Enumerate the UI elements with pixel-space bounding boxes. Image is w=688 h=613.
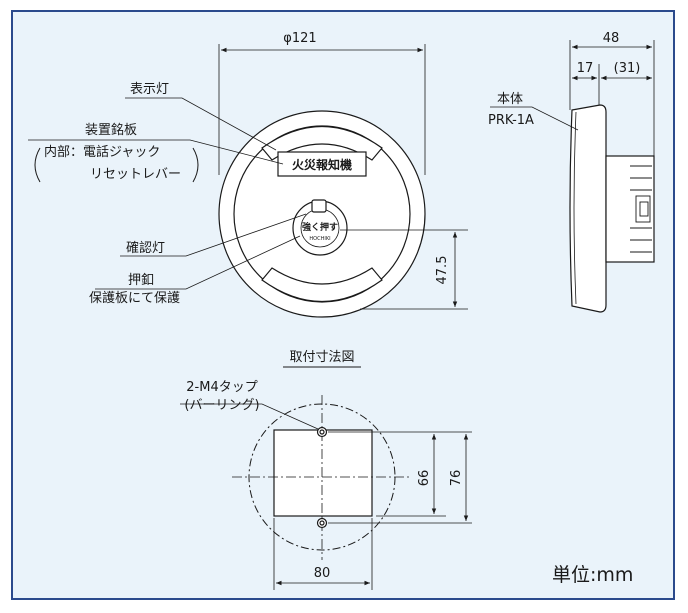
paren-left — [34, 147, 41, 183]
nameplate-rect — [277, 151, 367, 177]
mounting-box — [273, 429, 373, 517]
dim-31-text: (31) — [614, 61, 641, 76]
tap-hole-top — [316, 426, 328, 438]
mounting-title: 取付寸法図 — [289, 350, 354, 365]
dim-80-text: 80 — [314, 566, 331, 581]
dim-66-text: 66 — [417, 470, 432, 487]
paren-right — [192, 147, 199, 183]
front-view — [28, 44, 468, 318]
label-model: PRK-1A — [488, 113, 534, 128]
plate-text: 火災報知機 — [292, 157, 352, 172]
label-internal-1: 内部：電話ジャック — [44, 144, 160, 160]
label-nameplate: 装置銘板 — [85, 123, 137, 138]
tap-sub-label: (バーリング) — [184, 398, 259, 413]
diameter-dim-text: φ121 — [283, 31, 316, 46]
bottom-guard — [261, 267, 383, 303]
leader-push-button — [95, 235, 301, 290]
leader-indicator-lamp — [125, 97, 277, 151]
side-view — [490, 40, 655, 313]
label-body: 本体 — [497, 92, 523, 107]
leader-nameplate — [28, 139, 284, 165]
dim-17-text: 17 — [577, 61, 594, 76]
button-subtext: HOCHIKI — [309, 236, 330, 242]
top-guard — [261, 125, 383, 161]
leader-confirm-lamp — [120, 213, 307, 257]
button-text: 強く押す — [302, 221, 338, 233]
dim-76-text: 76 — [449, 470, 464, 487]
confirm-lamp-shape — [311, 199, 327, 213]
unit-label: 単位:mm — [552, 564, 633, 586]
label-internal-2: リセットレバー — [90, 167, 181, 182]
label-indicator-lamp: 表示灯 — [130, 82, 169, 97]
leader-body — [490, 106, 579, 131]
side-body — [569, 104, 607, 313]
side-body-edge — [573, 111, 577, 305]
dim-48-text: 48 — [603, 31, 620, 46]
label-protect-plate: 保護板にて保護 — [89, 290, 180, 306]
height-dim-text: 47.5 — [435, 256, 450, 285]
mounting-view — [180, 395, 472, 590]
leader-tap — [180, 403, 319, 430]
back-box-fins — [630, 165, 652, 253]
label-confirm-lamp: 確認灯 — [126, 240, 165, 256]
tap-hole-bottom — [316, 517, 328, 529]
label-push-button: 押釦 — [128, 272, 154, 288]
tap-label: 2-M4タップ — [186, 380, 257, 395]
